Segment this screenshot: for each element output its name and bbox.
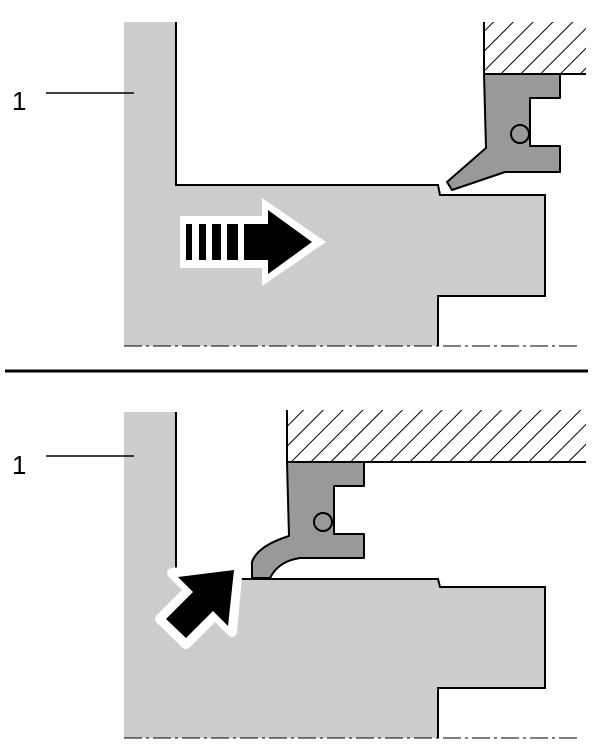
horizontal-striped-arrow-icon [180, 198, 326, 286]
bottom-seal-spring [313, 512, 333, 532]
bottom-seal [251, 461, 365, 579]
top-shaft-outline [175, 22, 546, 346]
top-seal-spring [510, 124, 530, 144]
diagonal-arrow-icon [155, 561, 243, 649]
top-housing-hatch [484, 22, 586, 74]
bottom-housing-hatch [287, 410, 586, 462]
bottom-panel: 1 [12, 410, 586, 739]
top-seal [446, 73, 561, 191]
bottom-callout-label: 1 [12, 450, 26, 480]
bottom-shaft-body [124, 412, 545, 738]
top-panel: 1 [12, 22, 586, 347]
top-callout-label: 1 [12, 86, 26, 116]
